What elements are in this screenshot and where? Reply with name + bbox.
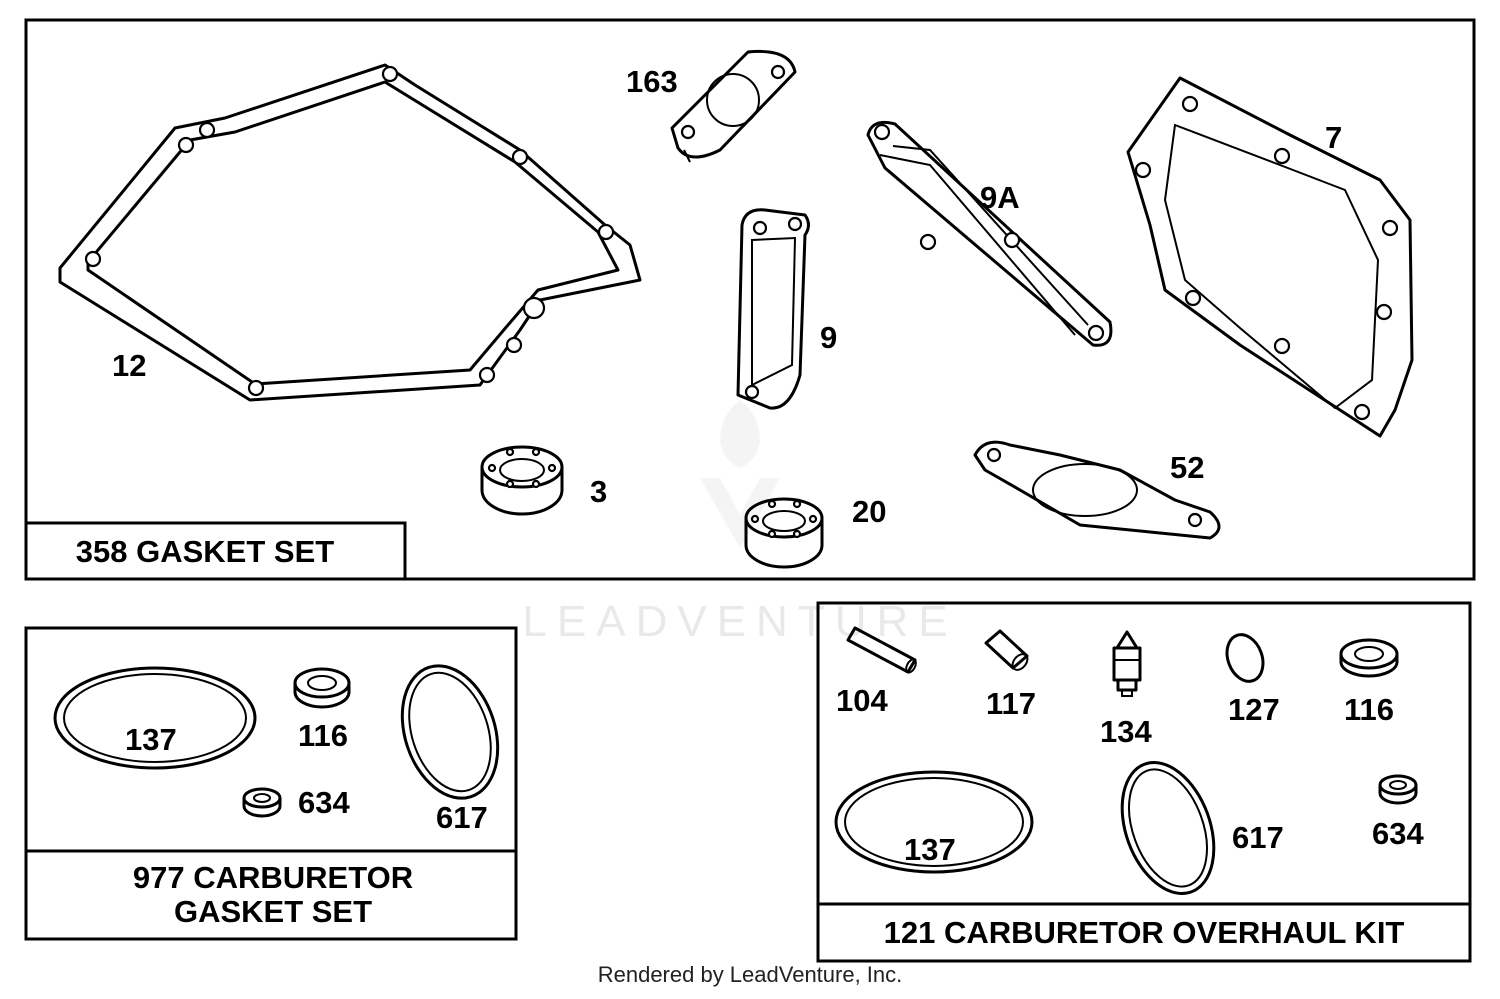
washer-part-634-overhaul[interactable] — [1378, 774, 1418, 805]
o-ring-part-137[interactable] — [53, 666, 257, 770]
carb-gasket-set-title-line1: 977 CARBURETOR — [133, 860, 413, 895]
flange-gasket-part-163[interactable] — [670, 49, 797, 163]
o-ring-part-137-overhaul[interactable] — [834, 770, 1034, 874]
watermark-text: LEADVENTURE — [522, 597, 957, 646]
intake-gasket-part-9a[interactable] — [866, 120, 1113, 347]
panel-carb-overhaul-kit: 121 CARBURETOR OVERHAUL KIT 104 117 134 … — [816, 601, 1472, 963]
oil-seal-part-3[interactable] — [480, 445, 564, 516]
exhaust-gasket-part-52[interactable] — [973, 440, 1221, 540]
callout-137: 137 — [125, 722, 177, 757]
callout-116-overhaul: 116 — [1344, 692, 1394, 727]
carb-overhaul-kit-title: 121 CARBURETOR OVERHAUL KIT — [884, 915, 1405, 950]
o-ring-part-617-overhaul[interactable] — [1105, 750, 1230, 907]
callout-3: 3 — [590, 474, 607, 509]
crankcase-gasket-part-12[interactable] — [58, 63, 642, 402]
pin-part-104[interactable] — [846, 626, 918, 674]
o-ring-part-617[interactable] — [386, 653, 514, 810]
callout-116: 116 — [298, 718, 348, 753]
callout-117: 117 — [986, 686, 1036, 721]
washer-part-116[interactable] — [293, 667, 351, 709]
callout-163: 163 — [626, 64, 678, 99]
callout-617-overhaul: 617 — [1232, 820, 1284, 855]
callout-127: 127 — [1228, 692, 1280, 727]
rectangular-gasket-part-9[interactable] — [736, 208, 810, 410]
oil-seal-part-20[interactable] — [744, 497, 824, 569]
callout-7: 7 — [1325, 120, 1342, 155]
plug-part-127[interactable] — [1221, 630, 1269, 687]
callout-634: 634 — [298, 785, 350, 820]
washer-part-634[interactable] — [242, 787, 282, 818]
footer-credit: Rendered by LeadVenture, Inc. — [597, 962, 903, 987]
callout-137-overhaul: 137 — [904, 832, 956, 867]
callout-20: 20 — [852, 494, 886, 529]
callout-134: 134 — [1100, 714, 1152, 749]
needle-valve-part-134[interactable] — [1112, 630, 1142, 697]
callout-12: 12 — [112, 348, 146, 383]
cylinder-head-gasket-part-7[interactable] — [1126, 76, 1414, 438]
bushing-part-117[interactable] — [984, 629, 1030, 673]
watermark-logo-icon — [700, 400, 780, 548]
gasket-set-title: 358 GASKET SET — [76, 534, 334, 569]
washer-part-116-overhaul[interactable] — [1339, 638, 1399, 678]
panel-gasket-set: 358 GASKET SET 12 163 — [24, 18, 1476, 581]
callout-52: 52 — [1170, 450, 1204, 485]
callout-9: 9 — [820, 320, 837, 355]
panel-carb-gasket-set: 977 CARBURETOR GASKET SET 137 116 634 61… — [24, 626, 518, 941]
callout-634-overhaul: 634 — [1372, 816, 1424, 851]
callout-9a: 9A — [980, 180, 1020, 215]
watermark: LEADVENTURE — [522, 400, 957, 646]
callout-617: 617 — [436, 800, 488, 835]
carb-gasket-set-title-line2: GASKET SET — [174, 894, 372, 929]
callout-104: 104 — [836, 683, 888, 718]
